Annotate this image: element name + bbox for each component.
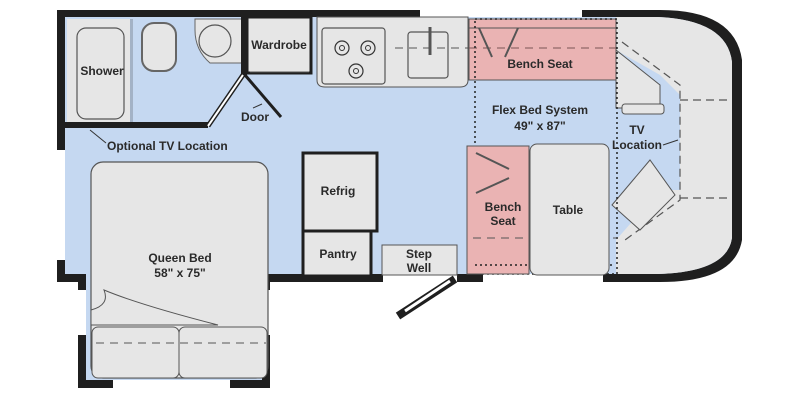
shower-tub — [76, 27, 125, 120]
optional-tv-label: Optional TV Location — [107, 139, 228, 153]
wardrobe-label: Wardrobe — [251, 38, 307, 52]
table-label: Table — [553, 203, 584, 217]
pantry — [301, 229, 373, 278]
tv-location-label-2: Location — [612, 138, 662, 152]
flex-bed-label: Flex Bed System — [492, 103, 588, 117]
refrig-label: Refrig — [321, 184, 356, 198]
door-label: Door — [241, 110, 269, 124]
queen-bed — [90, 161, 269, 379]
pantry-label: Pantry — [319, 247, 357, 261]
bench-seat-top-label: Bench Seat — [507, 57, 572, 71]
bench-seat-top — [468, 18, 617, 81]
refrigerator — [301, 151, 379, 233]
entry-door — [395, 275, 458, 320]
flex-bed-size: 49" x 87" — [514, 119, 565, 133]
stove — [321, 27, 386, 85]
queen-bed-label: Queen Bed — [148, 251, 211, 265]
bathroom — [65, 17, 283, 128]
step-well-label-2: Well — [407, 261, 431, 275]
cab-seat-bottom — [611, 159, 676, 231]
bench-seat-bottom — [466, 145, 616, 275]
door-swing — [243, 74, 283, 118]
bench-seat-label-2: Seat — [490, 214, 515, 228]
queen-bed-size: 58" x 75" — [154, 266, 205, 280]
leader-lines — [89, 103, 679, 146]
cab-seat-top — [615, 48, 665, 115]
step-well — [381, 244, 458, 276]
galley-sink — [407, 31, 449, 79]
dinette-table — [529, 143, 610, 276]
galley-counter — [316, 16, 618, 88]
wardrobe — [245, 15, 313, 75]
step-well-label-1: Step — [406, 247, 432, 261]
sink — [198, 24, 232, 58]
toilet — [141, 22, 177, 72]
shower-label: Shower — [80, 64, 124, 78]
bench-seat-label-1: Bench — [485, 200, 522, 214]
tv-location-label-1: TV — [629, 123, 644, 137]
